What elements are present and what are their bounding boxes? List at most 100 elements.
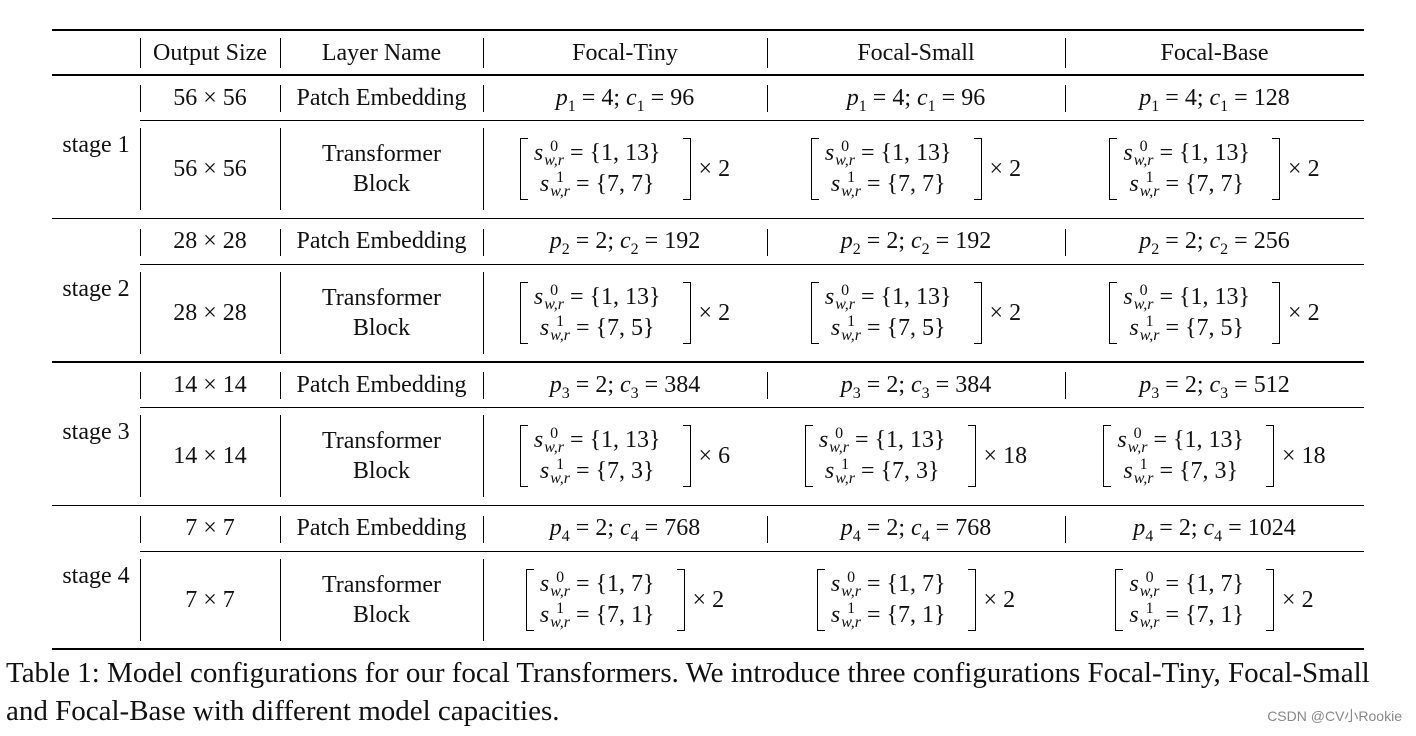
subscript: w,r <box>550 470 570 488</box>
superscript: 1 <box>556 599 565 617</box>
math-text: s <box>1129 570 1139 597</box>
math-text: = 2; <box>1159 228 1210 254</box>
repeat-count: × 2 <box>692 586 725 613</box>
superscript: 0 <box>1133 425 1142 443</box>
math-text: = 384 <box>929 371 992 398</box>
stage-label: stage 3 <box>62 419 130 445</box>
math-text: = 2; <box>1153 515 1204 541</box>
math-text: s <box>830 314 841 341</box>
column-separator <box>140 128 141 210</box>
left-bracket <box>816 568 825 631</box>
column-separator <box>1065 515 1066 543</box>
subscript: w,r <box>544 152 564 170</box>
column-separator <box>767 372 768 399</box>
subscript: 3 <box>1220 384 1229 402</box>
subscript: w,r <box>835 152 855 170</box>
left-bracket <box>1109 138 1118 200</box>
column-separator <box>483 128 484 210</box>
superscript: 1 <box>847 599 856 617</box>
subscript: 1 <box>858 97 867 115</box>
math-text: s <box>539 570 550 597</box>
math-text: s <box>824 283 835 310</box>
math-text: p <box>846 84 859 111</box>
math-text: c <box>1203 515 1215 541</box>
math-text: c <box>911 371 922 398</box>
right-bracket <box>967 568 976 631</box>
column-separator <box>140 271 141 354</box>
math-text: s <box>539 601 550 628</box>
subscript: 3 <box>852 384 861 402</box>
column-separator <box>483 415 484 497</box>
row-divider <box>140 120 1364 121</box>
stage-rule <box>52 361 1364 363</box>
right-bracket <box>1272 138 1281 200</box>
subscript: 2 <box>921 240 930 258</box>
layer-name-line: Block <box>352 314 411 341</box>
math-text: = 512 <box>1228 371 1290 398</box>
superscript: 1 <box>556 312 565 330</box>
watermark: CSDN @CV小Rookie <box>1267 708 1402 724</box>
math-text: p <box>549 228 562 254</box>
math-text: = {7, 5} <box>860 314 946 341</box>
repeat-count: × 2 <box>989 299 1022 326</box>
patch-embedding-focal-tiny: p1 = 4; c1 = 96 <box>483 75 767 120</box>
subscript: w,r <box>1127 439 1148 457</box>
superscript: 0 <box>841 138 850 156</box>
subscript: 1 <box>567 97 576 115</box>
superscript: 0 <box>550 281 559 299</box>
math-text: = {1, 13} <box>1147 427 1245 453</box>
superscript: 1 <box>1145 169 1154 187</box>
math-text: = 4; <box>575 84 626 111</box>
math-text: = 2; <box>860 515 911 541</box>
subscript: 2 <box>852 240 861 258</box>
math-text: = {1, 13} <box>854 140 952 166</box>
math-text: = {7, 3} <box>854 458 940 484</box>
patch-embedding-config: p1 = 4; c1 = 96 <box>556 83 694 115</box>
subscript: 4 <box>561 527 570 545</box>
row-divider <box>140 550 1364 552</box>
math-text: = {7, 3} <box>1153 458 1239 484</box>
header-layer-name: Layer Name <box>321 40 442 66</box>
patch-embedding-config: p4 = 2; c4 = 768 <box>840 513 991 544</box>
math-text: c <box>620 515 631 541</box>
subscript: w,r <box>841 326 861 344</box>
math-text: = {1, 13} <box>848 427 946 453</box>
math-text: = {1, 13} <box>563 140 661 166</box>
math-text: = {1, 7} <box>860 570 946 597</box>
math-text: = {7, 7} <box>860 171 946 197</box>
subscript: w,r <box>550 326 570 344</box>
math-text: p <box>840 515 853 541</box>
superscript: 1 <box>1139 456 1148 474</box>
output-size: 7 × 7 <box>185 515 235 541</box>
math-text: c <box>1209 228 1221 254</box>
subscript: w,r <box>1133 295 1154 313</box>
repeat-count: × 2 <box>1288 299 1320 326</box>
column-separator <box>767 38 768 68</box>
